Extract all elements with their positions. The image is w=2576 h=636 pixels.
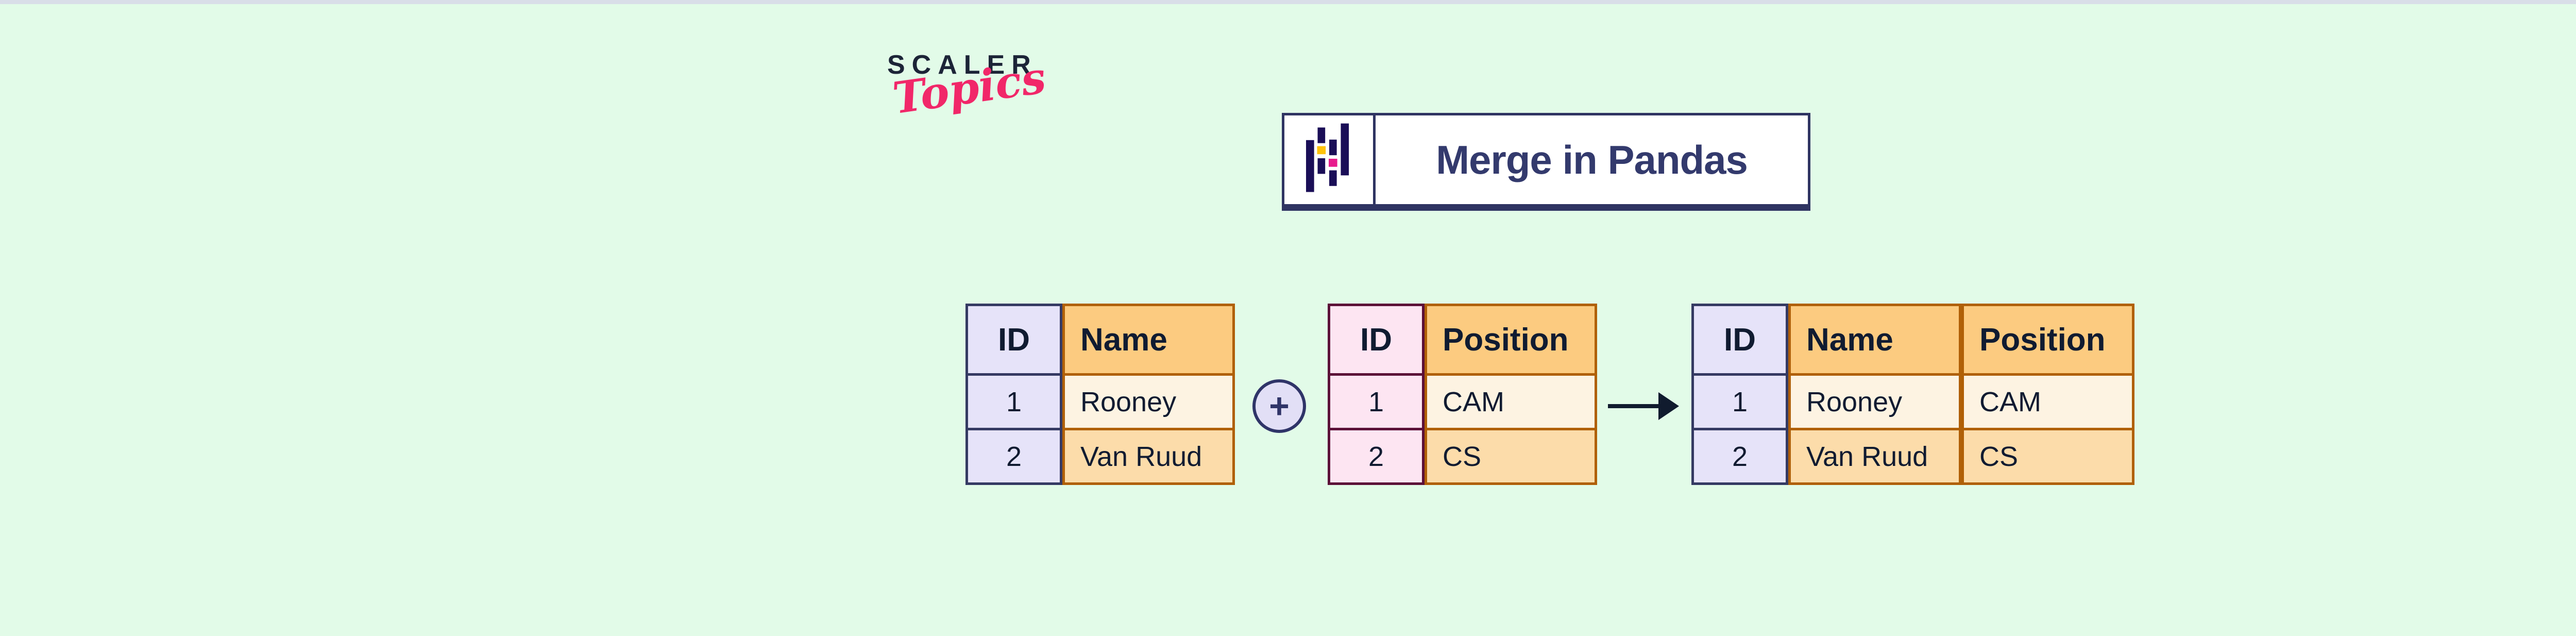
table-right: ID 1 2 Position CAM CS [1328,304,1597,485]
table-left-row1-id: 1 [968,373,1060,428]
table-left-header-name: Name [1065,306,1232,373]
table-right-row2-position: CS [1427,428,1595,482]
title-banner: Merge in Pandas [1282,113,1810,211]
table-left-row1-name: Rooney [1065,373,1232,428]
table-merged: ID 1 2 Name Rooney Van Ruud Position CAM… [1691,304,2134,485]
table-merged-row2-id: 2 [1694,428,1786,482]
table-left-name-column: Name Rooney Van Ruud [1062,304,1235,485]
banner-title-pane: Merge in Pandas [1376,115,1808,204]
table-right-row2-id: 2 [1330,428,1422,482]
table-right-header-position: Position [1427,306,1595,373]
table-merged-row2-name: Van Ruud [1791,428,1959,482]
table-merged-row1-position: CAM [1964,373,2132,428]
table-merged-id-column: ID 1 2 [1691,304,1788,485]
table-right-row1-id: 1 [1330,373,1422,428]
table-merged-name-column: Name Rooney Van Ruud [1788,304,1961,485]
plus-operator-icon: + [1252,379,1306,433]
table-right-header-id: ID [1330,306,1422,373]
table-merged-header-id: ID [1694,306,1786,373]
table-merged-row1-name: Rooney [1791,373,1959,428]
table-left-row2-name: Van Ruud [1065,428,1232,482]
table-left-header-id: ID [968,306,1060,373]
table-left-id-column: ID 1 2 [965,304,1062,485]
scaler-topics-logo: SCALER Topics [887,49,1104,124]
pandas-logo-icon [1306,123,1351,197]
table-right-position-column: Position CAM CS [1425,304,1597,485]
banner-logo-pane [1284,115,1376,204]
table-merged-header-position: Position [1964,306,2132,373]
table-merged-position-column: Position CAM CS [1961,304,2134,485]
page-title: Merge in Pandas [1436,137,1748,182]
table-left-row2-id: 2 [968,428,1060,482]
right-arrow-icon [1604,386,1681,429]
table-merged-row1-id: 1 [1694,373,1786,428]
brand-name: SCALER [887,50,1038,80]
table-right-id-column: ID 1 2 [1328,304,1425,485]
table-right-row1-position: CAM [1427,373,1595,428]
window-top-strip [0,0,2576,4]
table-left: ID 1 2 Name Rooney Van Ruud [965,304,1235,485]
table-merged-header-name: Name [1791,306,1959,373]
table-merged-row2-position: CS [1964,428,2132,482]
